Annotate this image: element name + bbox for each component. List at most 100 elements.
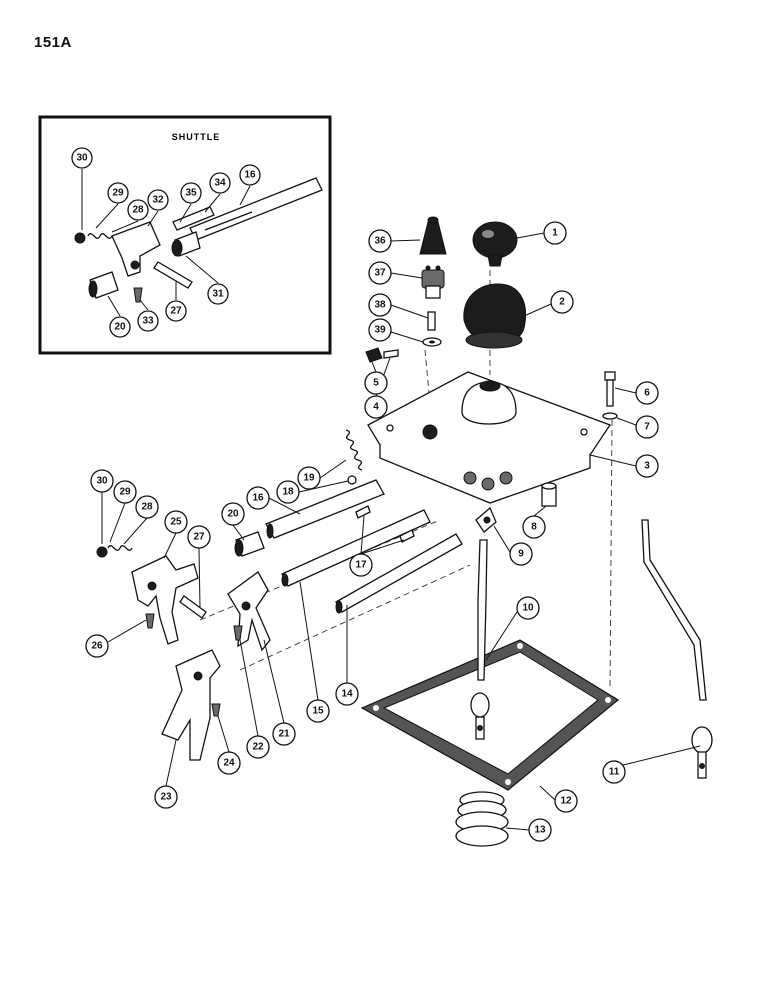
inset-part-callout-32: 32 <box>147 189 169 211</box>
part-callout-label: 28 <box>141 502 153 513</box>
inset-part-callout-29: 29 <box>107 182 129 204</box>
part-callout-25: 25 <box>164 510 188 534</box>
part-callout-23: 23 <box>154 785 178 809</box>
part-callout-11: 11 <box>602 760 626 784</box>
part-callout-22: 22 <box>246 735 270 759</box>
part-callout-13: 13 <box>528 818 552 842</box>
part-callout-label: 36 <box>374 236 386 247</box>
part-callout-label: 14 <box>341 689 353 700</box>
lever-spring <box>455 791 509 847</box>
shift-rail-top <box>265 479 385 539</box>
neutral-switch <box>421 265 445 299</box>
part-callout-label: 24 <box>223 758 235 769</box>
part-callout-17: 17 <box>349 553 373 577</box>
inset-spacer-pin <box>172 206 215 231</box>
part-callout-label: 12 <box>560 796 572 807</box>
fork-ball <box>96 546 108 558</box>
part-callout-7: 7 <box>635 415 659 439</box>
part-callout-label: 23 <box>160 792 172 803</box>
inset-set-screw <box>133 287 143 303</box>
part-callout-28: 28 <box>135 495 159 519</box>
fork-set-screw <box>145 613 155 629</box>
inset-part-callout-label: 28 <box>132 205 144 216</box>
inset-bushing <box>88 271 119 299</box>
part-callout-label: 8 <box>531 522 537 533</box>
part-callout-label: 13 <box>534 825 546 836</box>
part-callout-label: 5 <box>373 378 379 389</box>
shift-cover <box>367 371 611 504</box>
inset-ball <box>74 232 86 244</box>
cover-bolt <box>604 371 616 407</box>
inset-part-callout-label: 31 <box>212 289 224 300</box>
inset-part-callout-30: 30 <box>71 147 93 169</box>
dowel-sleeve <box>541 482 557 507</box>
inset-part-callout-label: 20 <box>114 322 126 333</box>
forward-reverse-fork <box>227 571 271 652</box>
range-shifter-fork <box>161 649 221 761</box>
part-callout-3: 3 <box>635 454 659 478</box>
main-shift-lever <box>470 539 490 740</box>
lock-washer <box>602 412 618 420</box>
part-callout-29: 29 <box>113 480 137 504</box>
part-callout-label: 7 <box>644 422 650 433</box>
part-callout-9: 9 <box>509 542 533 566</box>
part-callout-8: 8 <box>522 515 546 539</box>
part-callout-21: 21 <box>272 722 296 746</box>
part-callout-1: 1 <box>543 221 567 245</box>
inset-part-callout-20: 20 <box>109 316 131 338</box>
part-callout-label: 16 <box>252 493 264 504</box>
fork-23-set-screw <box>211 703 221 717</box>
fork-bolt <box>179 595 207 619</box>
inset-part-callout-label: 35 <box>185 188 197 199</box>
switch-washer <box>422 337 442 347</box>
shuttle-shifter-fork <box>131 555 199 645</box>
part-callout-26: 26 <box>85 634 109 658</box>
part-callout-label: 3 <box>644 461 650 472</box>
part-callout-19: 19 <box>297 466 321 490</box>
inset-part-callout-label: 34 <box>214 178 226 189</box>
part-callout-15: 15 <box>306 699 330 723</box>
part-callout-label: 2 <box>559 297 565 308</box>
part-callout-label: 6 <box>644 388 650 399</box>
part-callout-label: 37 <box>374 268 386 279</box>
part-callout-label: 17 <box>355 560 367 571</box>
inset-part-callout-label: 33 <box>142 316 154 327</box>
part-callout-18: 18 <box>276 480 300 504</box>
inset-collar <box>171 231 201 257</box>
shift-rail-bottom <box>335 533 463 614</box>
inset-part-callout-27: 27 <box>165 300 187 322</box>
part-callout-12: 12 <box>554 789 578 813</box>
part-callout-label: 26 <box>91 641 103 652</box>
part-callout-label: 11 <box>609 767 620 778</box>
inset-part-callout-label: 32 <box>152 195 164 206</box>
shift-knob <box>472 221 518 267</box>
part-callout-label: 1 <box>552 228 558 239</box>
part-callout-37: 37 <box>368 261 392 285</box>
part-callout-6: 6 <box>635 381 659 405</box>
fork-21-set-screw <box>233 625 243 641</box>
plug-screw <box>383 349 399 359</box>
inset-title: SHUTTLE <box>172 132 221 142</box>
inset-part-callout-33: 33 <box>137 310 159 332</box>
part-callout-14: 14 <box>335 682 359 706</box>
part-callout-label: 20 <box>227 509 239 520</box>
inset-part-callout-35: 35 <box>180 182 202 204</box>
part-callout-label: 27 <box>193 532 205 543</box>
inset-spring <box>87 233 113 239</box>
inset-part-callout-label: 29 <box>112 188 124 199</box>
shift-rail-middle <box>281 509 431 587</box>
part-callout-label: 19 <box>303 473 315 484</box>
lever-pivot-block <box>475 506 497 533</box>
detent-spring <box>345 429 363 471</box>
plug-nut <box>365 347 383 363</box>
rail-bushing <box>234 531 265 557</box>
part-callout-27: 27 <box>187 525 211 549</box>
inset-part-callout-label: 27 <box>170 306 182 317</box>
part-callout-label: 15 <box>312 706 324 717</box>
interlock-pins <box>355 505 415 543</box>
part-callout-5: 5 <box>364 371 388 395</box>
part-callout-36: 36 <box>368 229 392 253</box>
part-callout-39: 39 <box>368 318 392 342</box>
